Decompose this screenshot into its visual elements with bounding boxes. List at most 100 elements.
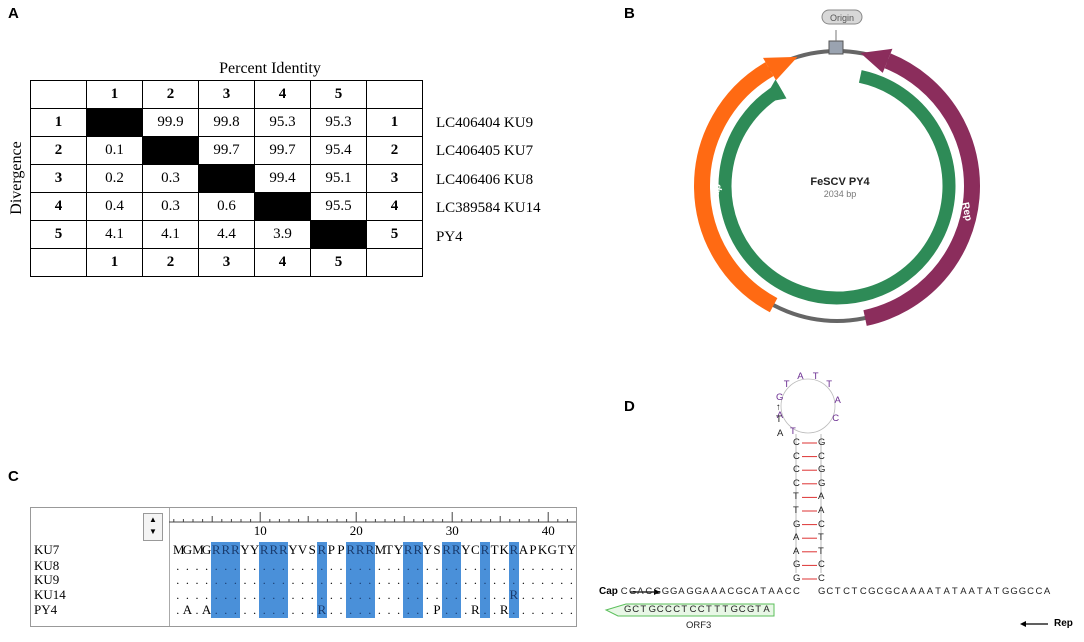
- residue-cell: .: [317, 587, 327, 603]
- strand-right-base: A: [910, 586, 917, 597]
- stem-left-base: A: [793, 545, 800, 557]
- residue-cell: K: [499, 542, 509, 557]
- residue-cell: .: [176, 573, 180, 587]
- accession-label: LC389584 KU14: [436, 200, 541, 216]
- cap-gene-arrowhead: [763, 56, 798, 81]
- matrix-value-cell: 95.3: [310, 108, 367, 137]
- stem-left-base: T: [793, 505, 799, 516]
- residue-cell: .: [403, 572, 413, 588]
- orf3-base: C: [665, 604, 672, 615]
- matrix-col-footer: 5: [310, 248, 367, 277]
- sequence-name[interactable]: KU7: [34, 542, 60, 557]
- stem-left-base: C: [793, 437, 800, 448]
- accession-label: LC406405 KU7: [436, 143, 534, 159]
- residue-cell: V: [297, 542, 308, 557]
- plasmid-name: FeSCV PY4: [810, 176, 870, 188]
- sequence-name[interactable]: PY4: [34, 602, 58, 617]
- strand-right-base: A: [918, 586, 925, 597]
- residue-cell: .: [425, 559, 429, 573]
- orf3-base: C: [689, 604, 697, 615]
- residue-cell: .: [531, 588, 535, 602]
- residue-cell: .: [176, 559, 180, 573]
- matrix-row-header-right: 5: [366, 220, 423, 249]
- strand-left-base: G: [661, 586, 670, 597]
- residue-cell: .: [387, 603, 391, 617]
- residue-cell: .: [387, 588, 391, 602]
- residue-cell: .: [560, 559, 564, 573]
- residue-cell: .: [243, 559, 247, 573]
- stem-left-base: C: [793, 477, 800, 489]
- strand-right-base: G: [1018, 586, 1027, 597]
- scroll-up-icon[interactable]: ▲: [149, 515, 157, 524]
- residue-cell: .: [509, 558, 519, 574]
- strand-left-base: C: [743, 586, 751, 597]
- loop-outline: [780, 378, 836, 434]
- residue-cell: .: [365, 572, 375, 588]
- sequence-name[interactable]: KU14: [34, 587, 66, 602]
- residue-cell: .: [278, 587, 289, 603]
- scroll-down-icon[interactable]: ▼: [149, 527, 157, 536]
- residue-cell: R: [403, 542, 413, 558]
- loop-base: T: [826, 378, 833, 390]
- residue-cell: P: [337, 542, 345, 557]
- residue-cell: .: [339, 588, 343, 602]
- residue-cell: T: [490, 542, 499, 557]
- residue-cell: .: [560, 588, 564, 602]
- matrix-col-footer: 1: [86, 248, 143, 277]
- residue-cell: C: [471, 542, 480, 557]
- stem-right-base: T: [818, 545, 824, 557]
- residue-cell: .: [550, 573, 554, 587]
- residue-cell: R: [365, 542, 375, 558]
- residue-cell: .: [550, 603, 554, 617]
- orf3-base: T: [714, 604, 720, 615]
- strand-left-base: C: [784, 586, 792, 597]
- cap-gene-arc: [694, 62, 778, 313]
- matrix-value-cell: 0.6: [198, 192, 255, 221]
- orf3-label: ORF3: [686, 620, 712, 631]
- stem-right-base: C: [818, 450, 825, 462]
- residue-cell: .: [291, 588, 295, 602]
- strand-right-base: T: [935, 586, 941, 597]
- strand-right-base: G: [1010, 586, 1018, 597]
- residue-cell: .: [473, 573, 477, 587]
- sequence-name[interactable]: KU9: [34, 572, 60, 587]
- residue-cell: .: [451, 572, 461, 588]
- residue-cell: .: [339, 559, 343, 573]
- matrix-col-footer: 4: [254, 248, 311, 277]
- rep-direction-label: Rep: [1054, 618, 1073, 629]
- residue-cell: .: [387, 573, 391, 587]
- residue-cell: M: [374, 542, 387, 557]
- matrix-row-header: 3: [30, 164, 87, 193]
- residue-cell: .: [291, 603, 295, 617]
- residue-cell: .: [480, 587, 490, 603]
- stem-right-base: A: [818, 491, 825, 503]
- residue-cell: .: [451, 587, 461, 603]
- residue-cell: .: [502, 559, 506, 573]
- matrix-value-cell: 95.4: [310, 136, 367, 165]
- strand-right-base: C: [826, 586, 834, 597]
- panel-letter-c: C: [8, 468, 19, 485]
- residue-cell: Y: [240, 542, 250, 557]
- residue-cell: .: [205, 559, 209, 573]
- sequence-name[interactable]: KU8: [34, 558, 60, 573]
- residue-cell: R: [269, 542, 279, 558]
- matrix-diagonal-cell: [142, 136, 199, 165]
- residue-cell: .: [259, 602, 269, 618]
- residue-cell: .: [185, 559, 189, 573]
- residue-cell: .: [441, 572, 452, 588]
- residue-cell: .: [317, 558, 327, 574]
- matrix-diagonal-cell: [310, 220, 367, 249]
- residue-cell: .: [243, 603, 247, 617]
- origin-label-box: [821, 9, 863, 25]
- matrix-row-header-right: 3: [366, 164, 423, 193]
- residue-cell: A: [182, 602, 193, 617]
- matrix-value-cell: 0.2: [86, 164, 143, 193]
- matrix-value-cell: 95.1: [310, 164, 367, 193]
- residue-cell: .: [221, 572, 231, 588]
- name-scroll-control[interactable]: ▲ ▼: [143, 513, 163, 541]
- residue-cell: .: [345, 558, 356, 574]
- residue-cell: .: [253, 603, 257, 617]
